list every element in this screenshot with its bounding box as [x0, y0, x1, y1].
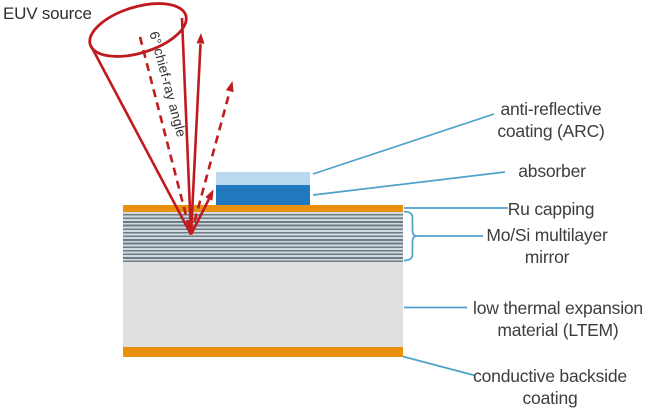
- multilayer-mirror-label: Mo/Si multilayer mirror: [486, 224, 608, 267]
- absorber-label: absorber: [518, 160, 586, 181]
- cone-left-edge: [89, 44, 193, 236]
- absorber-ray-arrowhead: [205, 189, 214, 201]
- arc-layer-rect: [216, 172, 310, 185]
- arc-connector-line: [312, 113, 495, 175]
- multilayer-brace: [403, 210, 418, 262]
- backside-coating-rect: [123, 347, 403, 357]
- euv-source-ellipse: [88, 2, 188, 58]
- multilayer-mirror-rect: [123, 211, 403, 262]
- chief-ray-dashed: [138, 36, 191, 228]
- absorber-connector-line: [312, 171, 506, 196]
- backside-connector-line: [402, 355, 476, 377]
- reflected-ray-solid: [189, 43, 202, 235]
- arc-label: anti-reflective coating (ARC): [497, 98, 605, 141]
- ltem-substrate-rect: [123, 262, 403, 347]
- ru-capping-layer-rect: [123, 205, 403, 212]
- euv-source-label: EUV source: [3, 4, 92, 23]
- reflected-chief-ray-arrowhead: [225, 81, 234, 93]
- reflected-chief-ray-dashed: [189, 90, 232, 235]
- reflected-ray-arrowhead: [196, 33, 205, 44]
- backside-coating-label: conductive backside coating: [473, 365, 627, 408]
- cone-right-edge: [180, 17, 193, 235]
- ru-capping-label: Ru capping: [507, 198, 595, 219]
- absorber-layer-rect: [216, 185, 310, 205]
- ltem-label: low thermal expansion material (LTEM): [473, 297, 643, 340]
- absorber-ray: [189, 198, 211, 236]
